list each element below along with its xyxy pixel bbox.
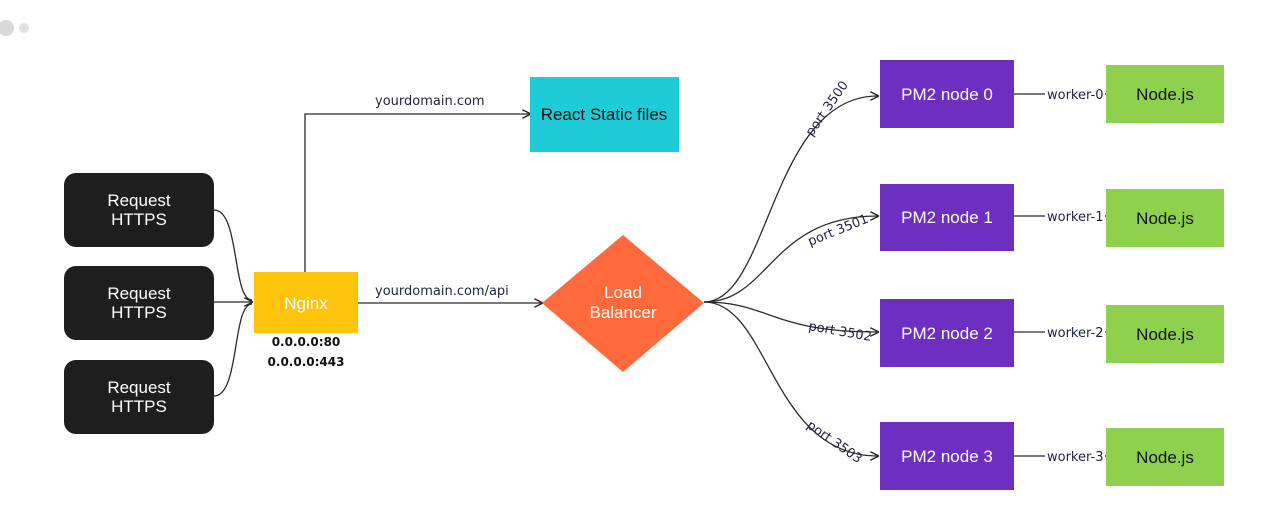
pm2-node-2: PM2 node 2	[880, 299, 1014, 367]
request-node-0: Request HTTPS	[64, 173, 214, 247]
edge-balancer-pm2-1	[703, 216, 878, 303]
edge-balancer-pm2-0	[703, 96, 878, 303]
nodejs-label: Node.js	[1136, 325, 1194, 344]
nginx-address-443: 0.0.0.0:443	[268, 355, 345, 369]
partial-logo-icon-2	[19, 23, 29, 33]
pm2-label: PM2 node 3	[901, 447, 993, 466]
request-label-line1: Request	[107, 378, 171, 397]
pm2-node-0: PM2 node 0	[880, 60, 1014, 128]
edge-nginx-react	[304, 114, 530, 272]
edge-request-0-nginx	[213, 209, 253, 301]
nodejs-node-2: Node.js	[1106, 305, 1224, 363]
request-label-line2: HTTPS	[111, 397, 167, 416]
worker-label-0: worker-0	[1047, 88, 1103, 103]
worker-label-3: worker-3	[1047, 450, 1103, 465]
pm2-label: PM2 node 1	[901, 208, 993, 227]
port-label-2: port 3502	[807, 319, 873, 345]
route-label-root: yourdomain.com	[375, 94, 485, 109]
worker-label-1: worker-1	[1047, 210, 1103, 225]
nodejs-node-0: Node.js	[1106, 65, 1224, 123]
pm2-label: PM2 node 0	[901, 85, 993, 104]
pm2-node-1: PM2 node 1	[880, 184, 1014, 251]
request-label-line2: HTTPS	[111, 210, 167, 229]
balancer-label-line1: Load	[604, 283, 642, 302]
worker-label-2: worker-2	[1047, 326, 1103, 341]
request-node-1: Request HTTPS	[64, 266, 214, 340]
port-label-0: port 3500	[803, 78, 852, 139]
load-balancer-node: Load Balancer	[542, 235, 704, 372]
react-label: React Static files	[541, 105, 668, 124]
edge-balancer-pm2-2	[703, 301, 878, 332]
nodejs-node-3: Node.js	[1106, 428, 1224, 486]
nodejs-label: Node.js	[1136, 85, 1194, 104]
pm2-node-3: PM2 node 3	[880, 422, 1014, 490]
partial-logo-icon	[0, 20, 14, 36]
nodejs-label: Node.js	[1136, 209, 1194, 228]
pm2-label: PM2 node 2	[901, 324, 993, 343]
nodejs-label: Node.js	[1136, 448, 1194, 467]
request-label-line1: Request	[107, 284, 171, 303]
request-label-line1: Request	[107, 191, 171, 210]
nginx-node: Nginx	[254, 272, 358, 333]
port-label-1: port 3501	[806, 212, 871, 250]
request-label-line2: HTTPS	[111, 303, 167, 322]
port-label-3: port 3503	[804, 418, 865, 467]
edge-request-2-nginx	[213, 303, 253, 397]
route-label-api: yourdomain.com/api	[375, 284, 509, 299]
request-node-2: Request HTTPS	[64, 360, 214, 434]
edge-balancer-pm2-3	[703, 301, 878, 456]
balancer-label-line2: Balancer	[589, 303, 656, 322]
nginx-address-80: 0.0.0.0:80	[272, 335, 341, 349]
react-static-node: React Static files	[530, 77, 679, 152]
nginx-label: Nginx	[284, 294, 328, 313]
nodejs-node-1: Node.js	[1106, 189, 1224, 247]
